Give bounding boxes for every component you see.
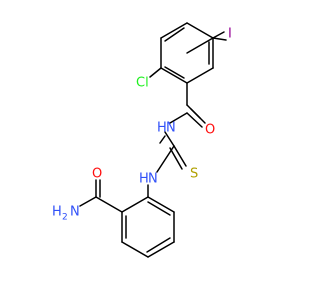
top-carbonyl-double-bond	[186, 108, 206, 128]
sulfur-label: S	[190, 167, 198, 182]
carbonyl-n-bond	[169, 112, 188, 124]
ring-carboxamide-bond	[95, 196, 123, 213]
carboxamide-co-double-bond	[95, 179, 101, 198]
carboxamide-cn-bond	[79, 196, 97, 207]
iodine-label: I	[228, 27, 232, 42]
chlorine-label: Cl	[136, 76, 149, 91]
ring-carbonyl-bond	[186, 82, 201, 119]
carboxamide-oxygen-label: O	[92, 167, 102, 182]
carboxamide-n-label: N	[70, 205, 80, 220]
thiourea-lower-n-bond	[156, 145, 175, 173]
c-i-bond	[212, 31, 227, 41]
molecule-structure: I Cl O H N S H N O H 2 N	[52, 22, 232, 258]
thiourea-nh-n-label: N	[148, 172, 158, 187]
bottom-benzene-ring	[121, 196, 175, 258]
carboxamide-h2-label: H	[52, 205, 62, 220]
c-cl-bond	[149, 67, 162, 78]
n-thiourea-bond	[159, 131, 175, 147]
top-benzene-ring	[160, 22, 214, 84]
carboxamide-h2-subscript: 2	[62, 213, 68, 223]
amide-nh-n-label: N	[166, 121, 176, 136]
structure-svg: I Cl O H N S H N O H 2 N	[52, 22, 232, 258]
thiourea-cs-double-bond	[169, 145, 187, 170]
amide-nh-h-label: H	[157, 121, 167, 136]
carbonyl-oxygen-label: O	[205, 123, 215, 138]
thiourea-nh-h-label: H	[139, 172, 149, 187]
